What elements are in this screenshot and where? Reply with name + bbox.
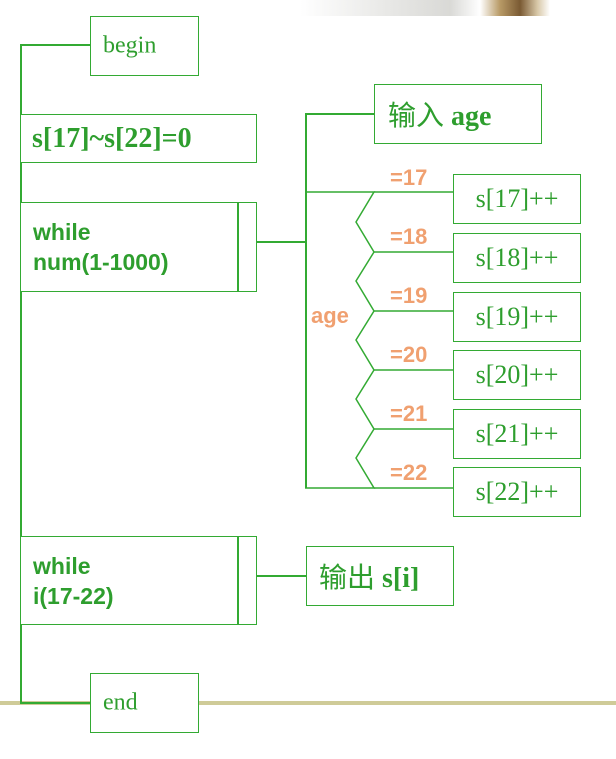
- output-var: s[i]: [382, 563, 420, 594]
- loop1-box: while num(1-1000): [20, 202, 257, 292]
- switch-zigzag: [305, 191, 376, 489]
- loop1-line2: num(1-1000): [33, 249, 169, 275]
- branch-variable: age: [311, 303, 349, 328]
- cond-19: =19: [390, 283, 428, 308]
- action-17: s[17]++: [475, 184, 559, 213]
- action-21: s[21]++: [475, 419, 559, 448]
- loop2-to-output-connector: [257, 575, 307, 577]
- loop1-line1: while: [33, 219, 91, 245]
- loop2-line2: i(17-22): [33, 582, 114, 609]
- loop2-inner-divider: [237, 537, 239, 624]
- output-label: 输出 s[i]: [319, 556, 453, 596]
- end-connector: [20, 702, 91, 704]
- cond-17: =17: [390, 165, 428, 190]
- loop1-label: while num(1-1000): [33, 217, 256, 277]
- input-prefix: 输入: [388, 101, 445, 132]
- cond-21: =21: [390, 401, 428, 426]
- action-20: s[20]++: [475, 360, 559, 389]
- end-box: end: [90, 673, 199, 733]
- input-box: 输入 age: [374, 84, 542, 144]
- cond-22: =22: [390, 460, 428, 485]
- main-spine: [20, 44, 22, 703]
- photo-fragment: [300, 0, 550, 16]
- loop2-line1: while: [33, 552, 91, 579]
- end-label: end: [103, 689, 138, 716]
- init-label: s[17]~s[22]=0: [32, 122, 192, 154]
- init-box: s[17]~s[22]=0: [20, 114, 257, 163]
- loop1-inner-divider: [237, 203, 239, 291]
- begin-box: begin: [90, 16, 199, 76]
- action-box-18: s[18]++: [453, 233, 581, 283]
- action-box-22: s[22]++: [453, 467, 581, 517]
- loop1-body-spine: [305, 113, 307, 488]
- loop2-box: while i(17-22): [20, 536, 257, 625]
- footer-rule: [0, 701, 616, 705]
- input-label: 输入 age: [388, 94, 541, 134]
- loop2-label: while i(17-22): [33, 551, 256, 611]
- action-box-21: s[21]++: [453, 409, 581, 459]
- begin-connector: [20, 44, 91, 46]
- output-box: 输出 s[i]: [306, 546, 454, 606]
- action-box-19: s[19]++: [453, 292, 581, 342]
- cond-18: =18: [390, 224, 428, 249]
- input-var: age: [451, 101, 492, 132]
- loop1-to-body-connector: [257, 241, 306, 243]
- action-box-20: s[20]++: [453, 350, 581, 400]
- cond-20: =20: [390, 342, 428, 367]
- action-19: s[19]++: [475, 302, 559, 331]
- action-box-17: s[17]++: [453, 174, 581, 224]
- action-22: s[22]++: [475, 477, 559, 506]
- begin-label: begin: [103, 32, 157, 59]
- output-prefix: 输出: [319, 563, 376, 594]
- input-connector: [305, 113, 375, 115]
- action-18: s[18]++: [475, 243, 559, 272]
